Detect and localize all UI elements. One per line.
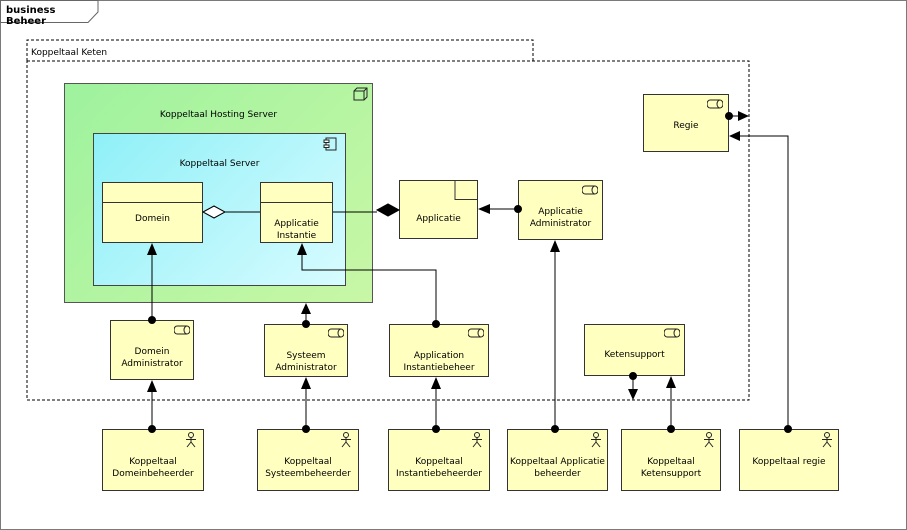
diagram-title-tab: business Beheer [0, 0, 99, 27]
regie-label: Regie [673, 121, 699, 131]
applicatie-admin-label-1: Applicatie [538, 207, 583, 217]
systeem-admin-label-2: Administrator [275, 363, 337, 373]
actor-label-1: Koppeltaal regie [752, 457, 826, 467]
actor-label-2: Systeembeheerder [265, 469, 351, 479]
actor-label-1: Koppeltaal Applicatie [510, 457, 605, 467]
regie-role[interactable] [643, 94, 729, 152]
role-icon [707, 99, 723, 109]
role-icon [664, 328, 680, 338]
actor-icon [186, 432, 196, 448]
domein-admin-label-2: Administrator [121, 359, 183, 369]
applicatie-instantie-label-2: Instantie [276, 231, 317, 241]
role-icon [468, 328, 484, 338]
actor-icon [822, 432, 832, 448]
koppeltaal-keten-label: Koppeltaal Keten [31, 48, 108, 58]
applicatie-label: Applicatie [416, 214, 461, 224]
applicatie-instantie-component[interactable] [260, 182, 333, 243]
component-icon [323, 137, 337, 151]
node-icon [353, 87, 368, 101]
role-icon [582, 185, 598, 195]
domein-administrator-role[interactable] [110, 320, 194, 380]
applicatie-administrator-role[interactable] [518, 180, 603, 240]
hosting-server-label: Koppeltaal Hosting Server [159, 110, 278, 120]
actor-label-2: Ketensupport [640, 469, 702, 479]
actor-label-1: Koppeltaal [415, 457, 463, 467]
app-instantiebeheer-label-2: Instantiebeheer [403, 363, 475, 373]
actor-icon [591, 432, 601, 448]
actor-label-1: Koppeltaal [129, 457, 177, 467]
actor-label-1: Koppeltaal [284, 457, 332, 467]
actor-label-1: Koppeltaal [647, 457, 695, 467]
systeem-administrator-role[interactable] [264, 324, 348, 377]
actor-icon [472, 432, 482, 448]
actor-label-2: beheerder [534, 469, 581, 479]
app-instantiebeheer-label-1: Application [413, 351, 465, 361]
actor-label-2: Domeinbeheerder [112, 469, 194, 479]
domein-admin-label-1: Domein [134, 347, 170, 357]
applicatie-component[interactable] [399, 180, 478, 239]
applicatie-tab-marker [454, 180, 478, 200]
domein-component[interactable] [102, 182, 203, 243]
domein-header [103, 183, 202, 203]
actor-icon [341, 432, 351, 448]
domein-label: Domein [135, 214, 170, 224]
applicatie-instantie-header [261, 183, 332, 203]
diagram-title: business Beheer [6, 5, 56, 27]
koppeltaal-server-label: Koppeltaal Server [179, 159, 260, 169]
role-icon [174, 325, 190, 335]
applicatie-admin-label-2: Administrator [529, 219, 592, 229]
applicatie-instantie-label-1: Applicatie [274, 219, 319, 229]
actor-label-2: Instantiebeheerder [396, 469, 482, 479]
actor-icon [704, 432, 714, 448]
ketensupport-label: Ketensupport [604, 350, 665, 360]
role-icon [328, 328, 344, 338]
systeem-admin-label-1: Systeem [286, 351, 326, 361]
